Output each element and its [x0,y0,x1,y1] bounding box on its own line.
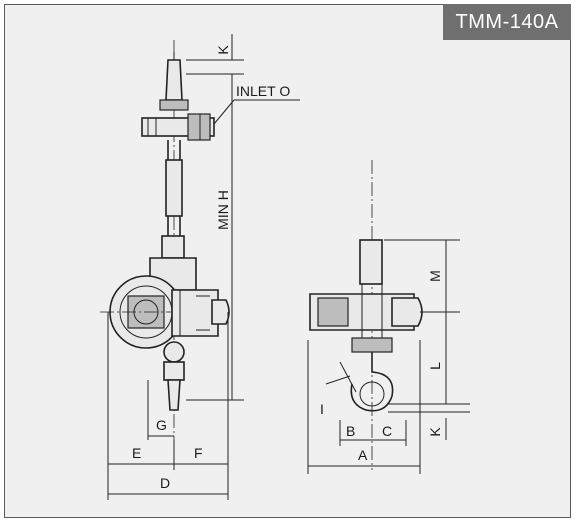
front-dimensions: K MIN H INLET O G E F D [107,34,300,500]
label-c: C [382,423,392,439]
side-hook-block [351,337,393,353]
side-hook [350,352,394,412]
front-view [100,40,232,470]
lower-hook [167,379,181,411]
chain-sleeve [165,159,183,217]
lower-sheave [163,341,185,363]
label-a: A [358,447,368,463]
label-k-bottom: K [427,427,443,437]
side-neck [359,239,383,285]
label-min-h: MIN H [215,190,231,230]
label-k-top: K [215,45,231,55]
side-view [309,160,423,470]
side-cap [211,299,230,325]
drawing-frame [4,4,571,518]
label-inlet: INLET O [236,83,290,99]
hook-block [163,361,185,381]
label-g: G [156,417,167,433]
top-suspension [165,59,183,101]
label-i: I [320,401,324,417]
label-e: E [132,445,141,461]
hoist-neck [161,235,185,259]
side-motor [317,297,349,327]
side-dimensions: M L K I B C A [307,239,470,474]
gear-box [171,289,219,337]
model-tag: TMM-140A [443,4,571,40]
label-b: B [346,423,355,439]
inlet-fitting [187,113,211,141]
label-l: L [427,362,443,370]
top-block [159,99,189,111]
label-d: D [160,475,170,491]
label-f: F [194,445,203,461]
label-m: M [427,270,443,282]
side-cap-right [391,297,423,327]
